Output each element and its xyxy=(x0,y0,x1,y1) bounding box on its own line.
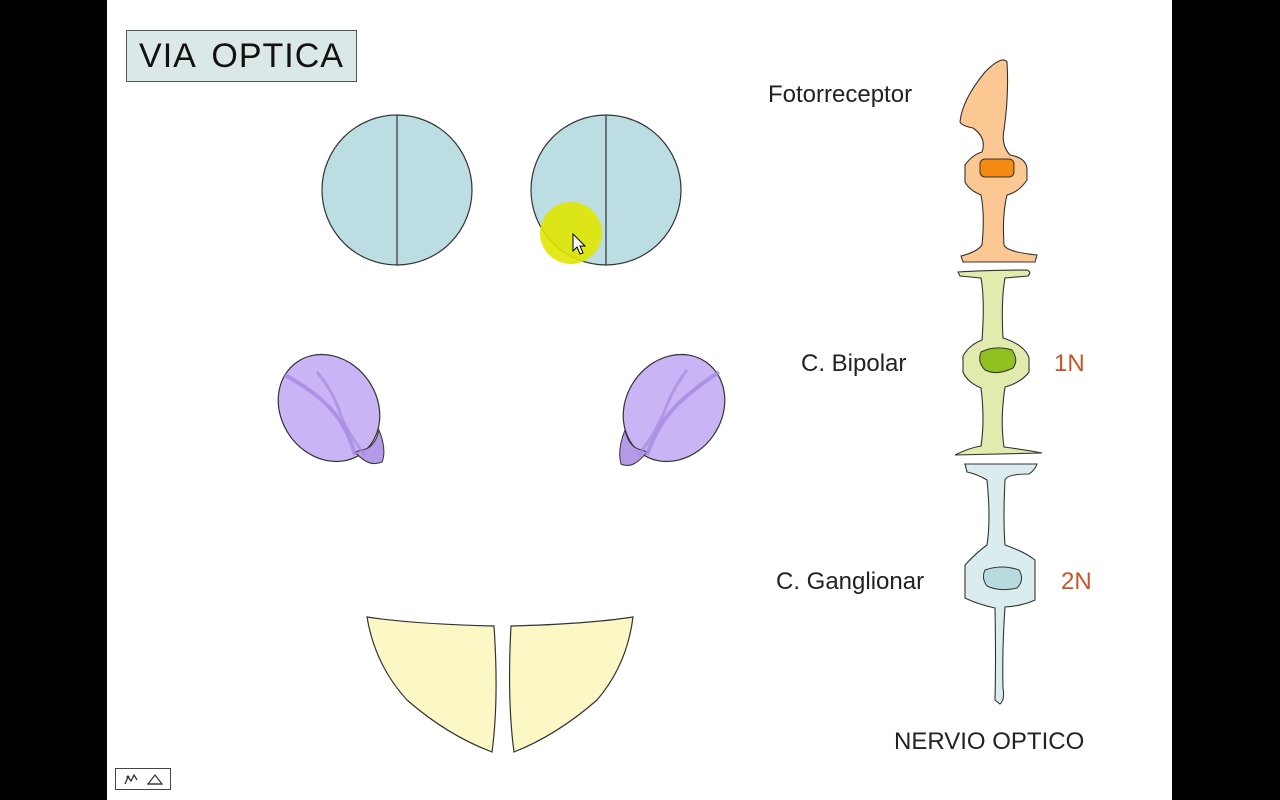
photoreceptor-label: Fotorreceptor xyxy=(768,81,913,108)
first-order-neuron-label: 1N xyxy=(1054,350,1085,377)
left-occipital-lobe xyxy=(366,616,497,753)
diagram-art xyxy=(277,59,1043,753)
ganglion-label: C. Ganglionar xyxy=(776,568,925,595)
photoreceptor-cell xyxy=(959,59,1038,263)
slideshow-toolbar xyxy=(115,768,171,790)
optic-nerve-label: NERVIO OPTICO xyxy=(894,728,1085,755)
pointer-highlight xyxy=(540,202,602,264)
bipolar-label: C. Bipolar xyxy=(801,350,907,377)
pen-icon[interactable] xyxy=(121,771,141,787)
right-eye xyxy=(619,353,726,466)
right-occipital-lobe xyxy=(508,616,634,753)
ganglion-cell xyxy=(964,463,1038,705)
triangle-icon[interactable] xyxy=(145,771,165,787)
second-order-neuron-label: 2N xyxy=(1061,568,1092,595)
left-eye xyxy=(277,353,385,465)
bipolar-cell xyxy=(954,269,1043,456)
cursor-icon xyxy=(572,232,587,255)
slide-canvas: VIA OPTICA xyxy=(107,0,1172,800)
slide-title: VIA OPTICA xyxy=(126,30,357,82)
left-visual-field xyxy=(321,114,473,266)
